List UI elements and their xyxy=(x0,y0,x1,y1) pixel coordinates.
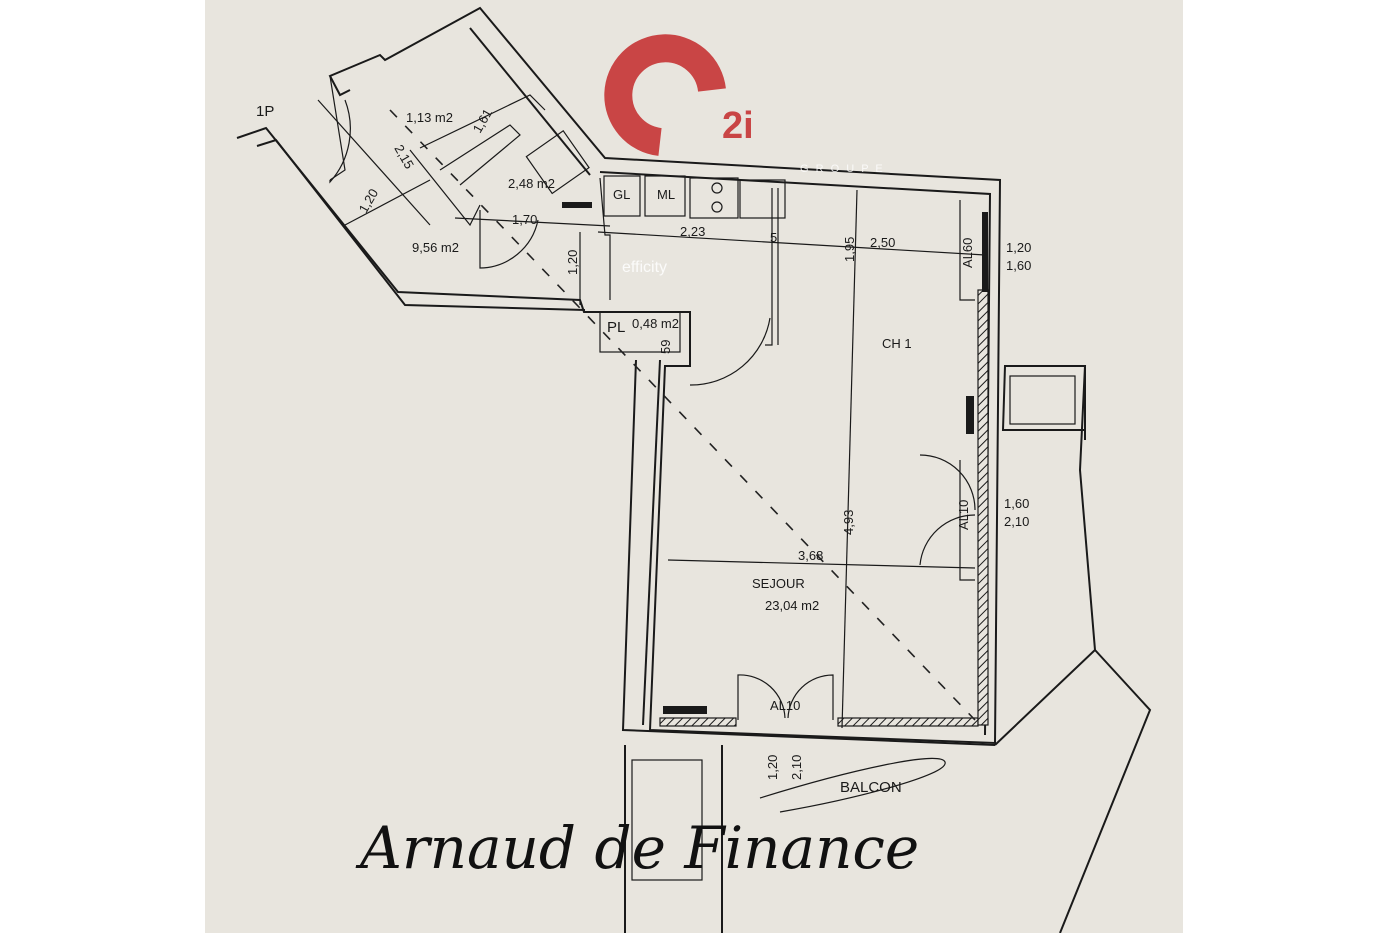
dim-2-50: 2,50 xyxy=(870,235,895,250)
door-ch1-width: 1,60 xyxy=(1004,496,1029,511)
dim-1-20-b: 1,20 xyxy=(565,250,580,275)
label-wc-area: 1,13 m2 xyxy=(406,110,453,125)
dimension-lines xyxy=(317,99,986,729)
c2i-logo: 2i xyxy=(604,34,754,156)
paper-background xyxy=(205,0,1183,933)
door-sejour-height: 2,10 xyxy=(789,755,804,780)
label-gl: GL xyxy=(613,187,630,202)
label-pl-area: 0,48 m2 xyxy=(632,316,679,331)
label-bath-area: 2,48 m2 xyxy=(508,176,555,191)
diagonal-guide xyxy=(389,109,976,721)
label-sejour-area: 23,04 m2 xyxy=(765,598,819,613)
label-ml: ML xyxy=(657,187,675,202)
label-ch1: CH 1 xyxy=(882,336,912,351)
dim-5: 5 xyxy=(770,230,777,245)
walls xyxy=(236,6,1152,933)
signature-flourish xyxy=(759,757,946,813)
logo-text: 2i xyxy=(722,105,754,147)
door-sejour-width: 1,20 xyxy=(765,755,780,780)
door-ch1-code: AL10 xyxy=(956,500,971,530)
watermark-groupe: G R O U P E xyxy=(800,163,885,175)
dim-1-70: 1,70 xyxy=(512,212,537,227)
dim-1-95: 1,95 xyxy=(842,237,857,262)
dim-3-68: 3,68 xyxy=(798,548,823,563)
watermark-efficity: efficity xyxy=(622,259,667,276)
label-balcon: BALCON xyxy=(840,779,902,796)
window-ch1-width: 1,20 xyxy=(1006,240,1031,255)
label-1p: 1P xyxy=(256,103,274,120)
dim-59: 59 xyxy=(658,340,673,354)
label-pl: PL xyxy=(607,319,625,336)
signature: Arnaud de Finance xyxy=(355,814,919,882)
dim-2-23: 2,23 xyxy=(680,224,705,239)
kitchen-units xyxy=(603,175,786,219)
label-entry-area: 9,56 m2 xyxy=(412,240,459,255)
door-ch1-height: 2,10 xyxy=(1004,514,1029,529)
dim-4-93: 4,93 xyxy=(841,510,856,535)
balcony-box xyxy=(631,759,703,881)
door-sejour-code: AL10 xyxy=(770,698,800,713)
doors xyxy=(329,99,976,720)
window-ch1-code: AL60 xyxy=(960,238,975,268)
window-ch1-height: 1,60 xyxy=(1006,258,1031,273)
label-sejour: SEJOUR xyxy=(752,576,805,591)
